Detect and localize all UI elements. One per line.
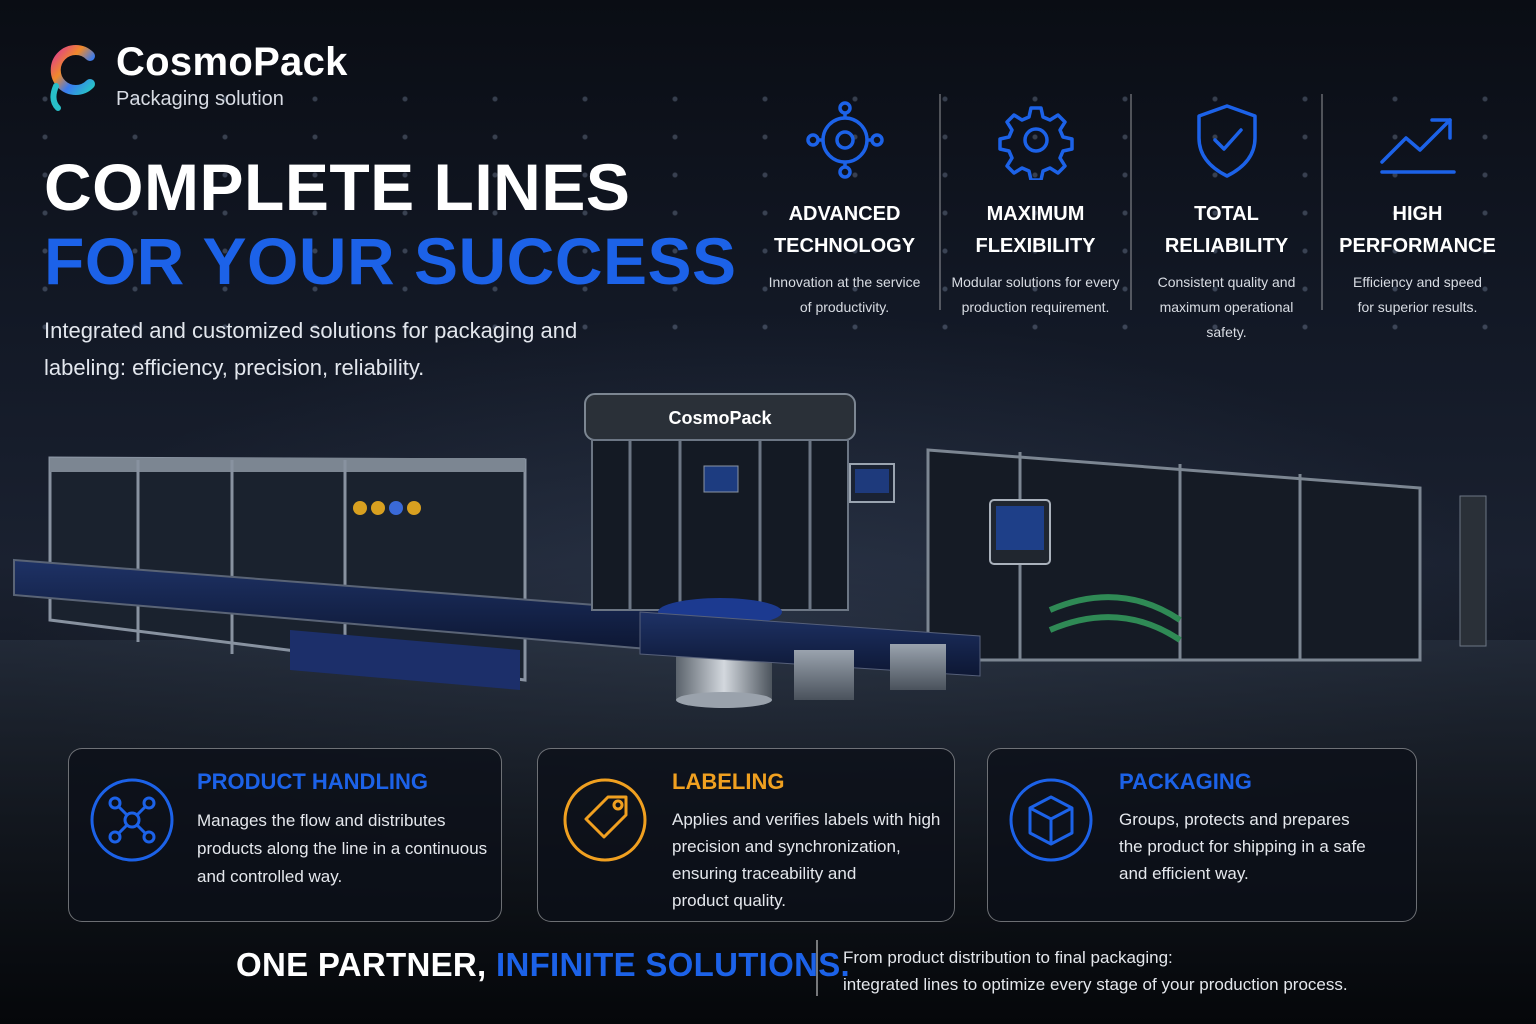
divider bbox=[816, 940, 818, 996]
card-desc-line: and controlled way. bbox=[197, 867, 343, 886]
tag-icon bbox=[563, 778, 647, 862]
card-title: PRODUCT HANDLING bbox=[197, 769, 428, 794]
ceiling-lights bbox=[0, 80, 1536, 340]
card-title: PACKAGING bbox=[1119, 769, 1252, 794]
feature-maximum-flexibility: MAXIMUM FLEXIBILITY Modular solutions for… bbox=[939, 94, 1130, 315]
card-desc-line: Manages the flow and distributes bbox=[197, 811, 446, 830]
card-desc-line: product quality. bbox=[672, 891, 787, 910]
slogan-white: ONE PARTNER, bbox=[236, 946, 487, 983]
feature-advanced-technology: ADVANCED TECHNOLOGY Innovation at the ser… bbox=[750, 94, 939, 315]
packaging-module bbox=[639, 448, 1487, 700]
brand-tagline: Packaging solution bbox=[116, 88, 284, 110]
closing-text-line-1: From product distribution to final packa… bbox=[843, 948, 1173, 967]
feature-desc-line-2: production requirement. bbox=[961, 299, 1110, 315]
feature-title-line-2: PERFORMANCE bbox=[1339, 235, 1496, 257]
labeling-carousel: CosmoPack bbox=[584, 393, 895, 708]
closing-text: From product distribution to final packa… bbox=[843, 944, 1348, 998]
card-desc-line: precision and synchronization, bbox=[672, 837, 901, 856]
gear-icon bbox=[997, 106, 1074, 180]
feature-desc-line-1: Innovation at the service bbox=[768, 274, 921, 290]
feature-desc-line-1: Efficiency and speed bbox=[1353, 274, 1482, 290]
feature-title-line-2: FLEXIBILITY bbox=[975, 235, 1096, 257]
feature-desc-line-1: Modular solutions for every bbox=[951, 274, 1120, 290]
production-line-illustration: CosmoPack bbox=[13, 393, 1487, 708]
cosmopack-logo-icon bbox=[50, 45, 95, 111]
shield-check-icon bbox=[1196, 104, 1257, 178]
brand-name: CosmoPack bbox=[116, 40, 348, 84]
feature-title-line-1: MAXIMUM bbox=[986, 203, 1085, 225]
feature-title-line-1: HIGH bbox=[1392, 203, 1443, 225]
slogan: ONE PARTNER, INFINITE SOLUTIONS. bbox=[236, 946, 850, 984]
feature-desc-line-2: of productivity. bbox=[799, 299, 890, 315]
conveyor-module bbox=[13, 456, 661, 690]
card-packaging: PACKAGING Groups, protects and prepares … bbox=[987, 748, 1417, 922]
closing-text-line-2: integrated lines to optimize every stage… bbox=[843, 975, 1348, 994]
target-network-icon bbox=[805, 101, 884, 179]
feature-title-line-2: RELIABILITY bbox=[1164, 235, 1289, 257]
card-product-handling: PRODUCT HANDLING Manages the flow and di… bbox=[68, 748, 502, 922]
card-labeling: LABELING Applies and verifies labels wit… bbox=[537, 748, 955, 922]
feature-total-reliability: TOTAL RELIABILITY Consistent quality and m… bbox=[1130, 94, 1321, 340]
feature-title-line-1: ADVANCED bbox=[788, 203, 901, 225]
box-icon bbox=[1009, 778, 1093, 862]
feature-title-line-2: TECHNOLOGY bbox=[773, 235, 916, 257]
card-desc-line: the product for shipping in a safe bbox=[1119, 837, 1366, 856]
card-desc-line: products along the line in a continuous bbox=[197, 839, 488, 858]
slogan-blue: INFINITE SOLUTIONS. bbox=[495, 946, 851, 983]
card-desc-line: ensuring traceability and bbox=[672, 864, 857, 883]
headline: COMPLETE LINES FOR YOUR SUCCESS bbox=[44, 150, 737, 298]
headline-line-1: COMPLETE LINES bbox=[44, 150, 631, 224]
card-desc-line: and efficient way. bbox=[1119, 864, 1249, 883]
feature-high-performance: HIGH PERFORMANCE Efficiency and speed for … bbox=[1321, 94, 1512, 315]
trend-up-icon bbox=[1379, 118, 1456, 174]
card-title: LABELING bbox=[672, 769, 785, 794]
headline-line-2: FOR YOUR SUCCESS bbox=[44, 224, 737, 298]
network-nodes-icon bbox=[90, 778, 174, 862]
subtitle: Integrated and customized solutions for … bbox=[44, 318, 578, 380]
machine-brand-label: CosmoPack bbox=[668, 408, 772, 428]
feature-desc-line-2: maximum operational safety. bbox=[1159, 299, 1294, 340]
card-desc-line: Applies and verifies labels with high bbox=[672, 810, 941, 829]
features-row: ADVANCED TECHNOLOGY Innovation at the ser… bbox=[750, 94, 1512, 340]
brand: CosmoPack Packaging solution bbox=[44, 38, 348, 112]
feature-desc-line-2: for superior results. bbox=[1357, 299, 1478, 315]
feature-desc-line-1: Consistent quality and bbox=[1157, 274, 1296, 290]
card-desc-line: Groups, protects and prepares bbox=[1119, 810, 1350, 829]
feature-title-line-1: TOTAL bbox=[1194, 203, 1259, 225]
